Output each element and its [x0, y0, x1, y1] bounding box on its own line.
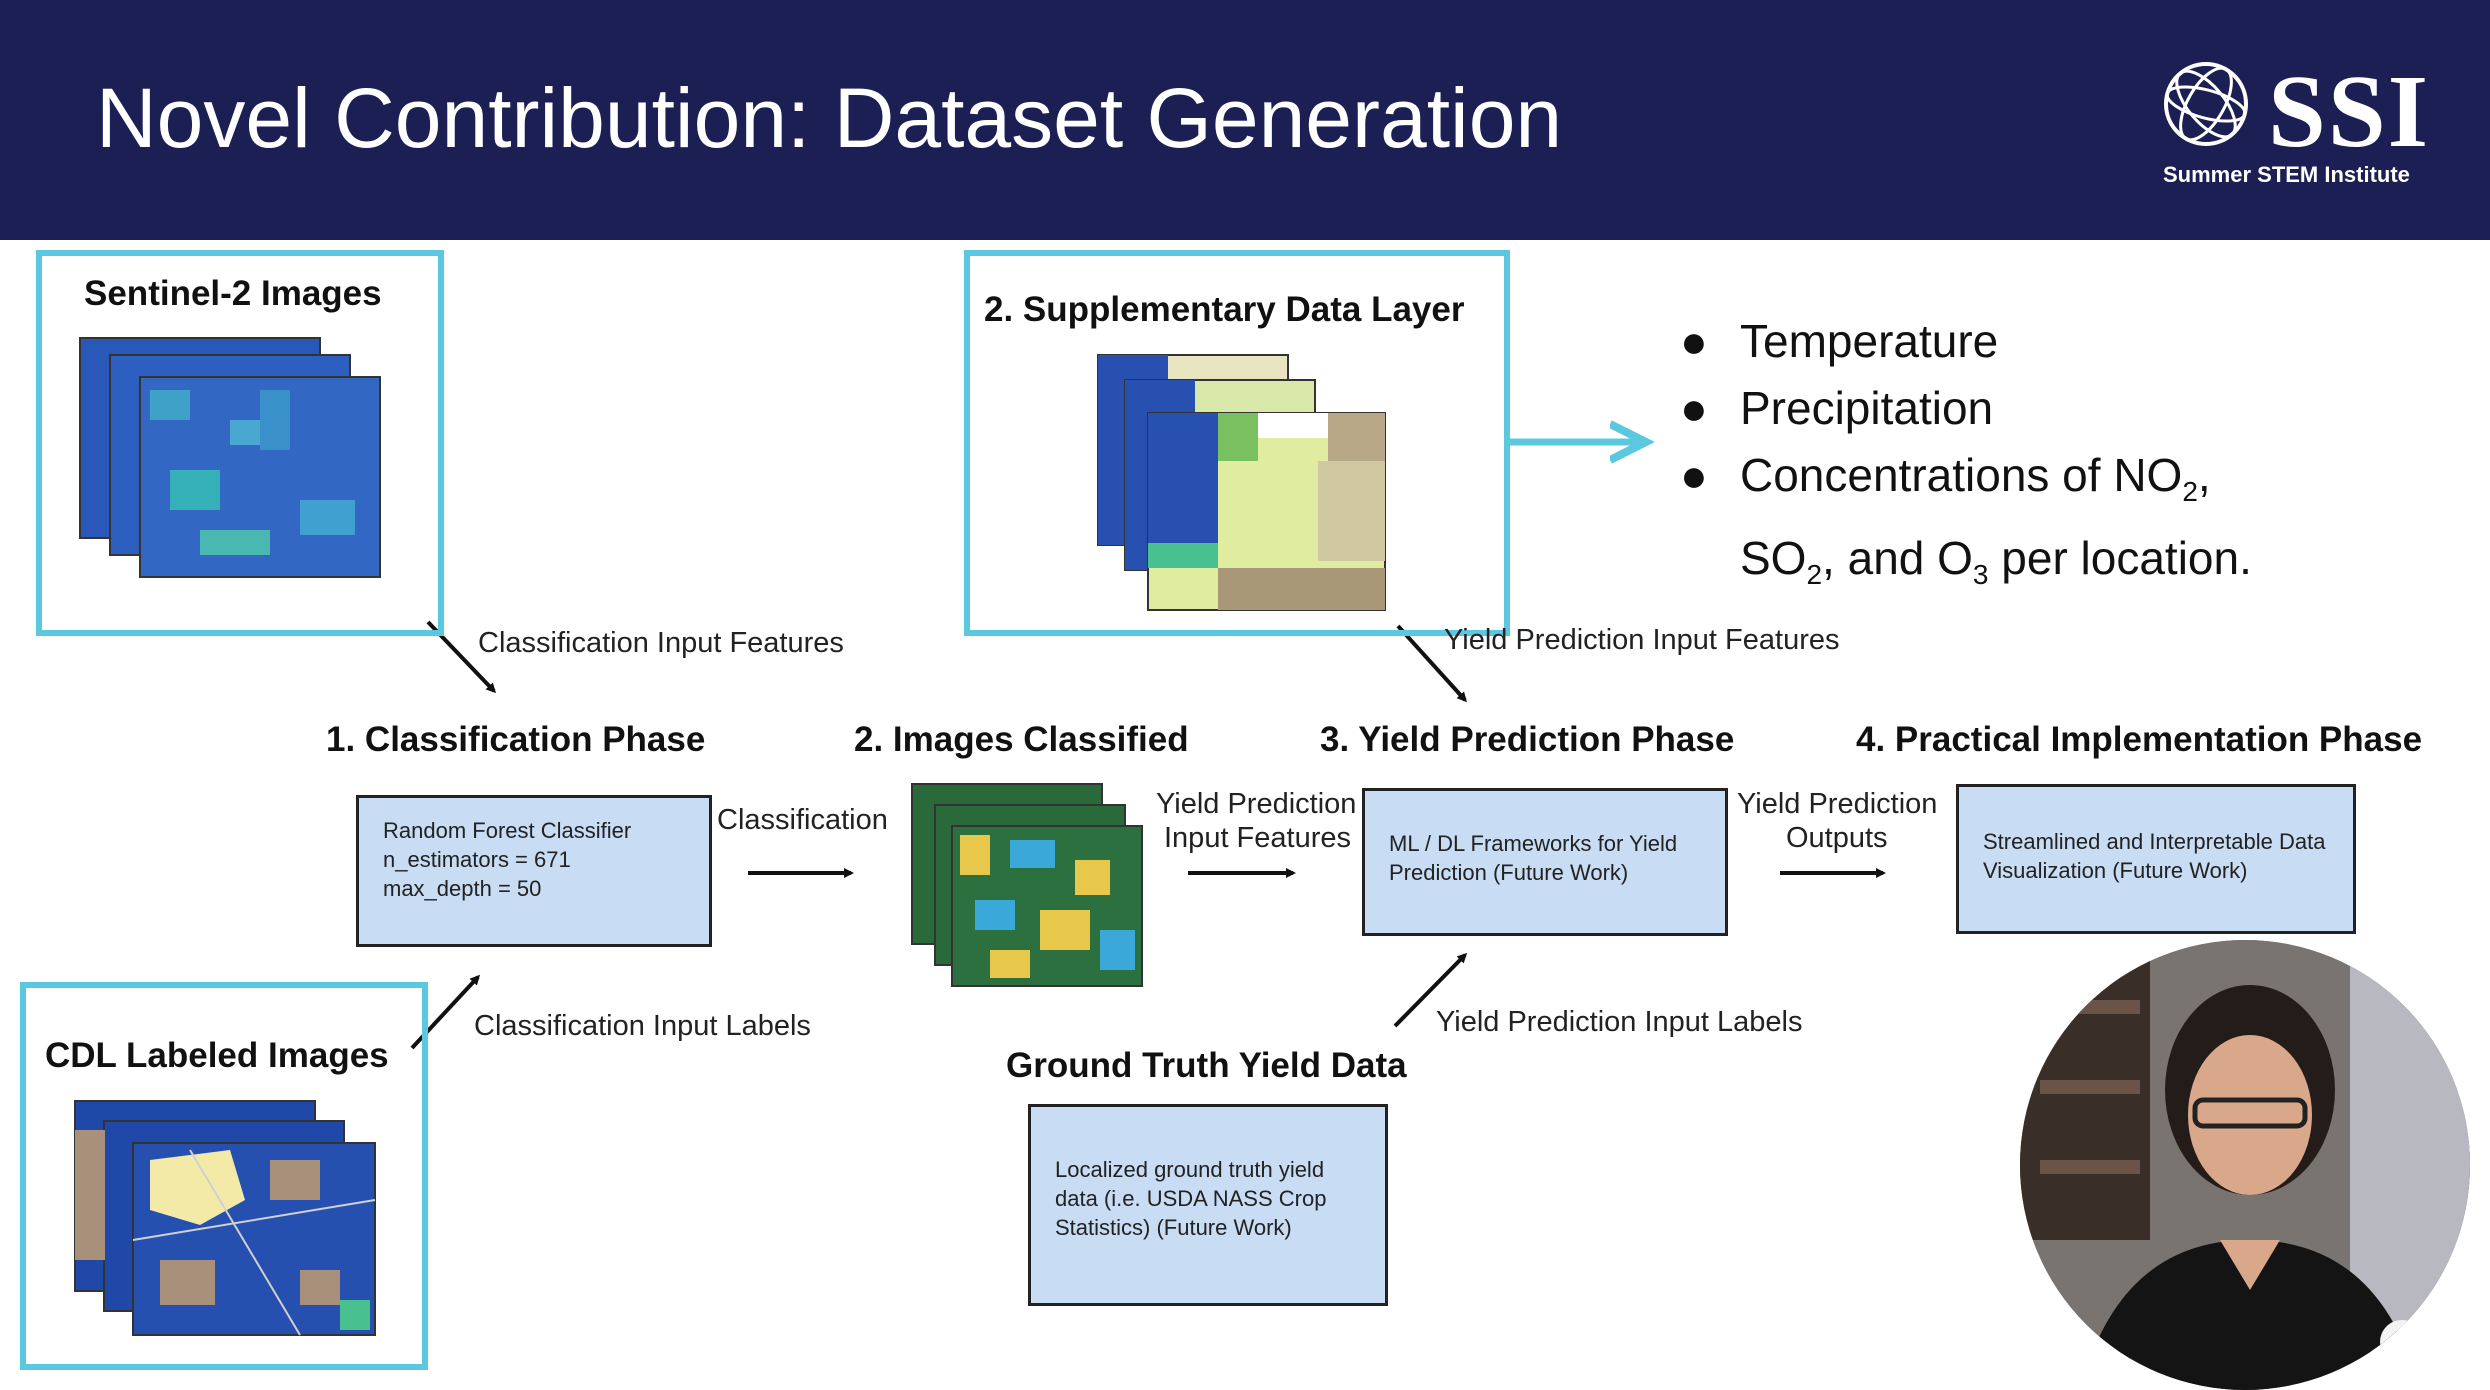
slide-title: Novel Contribution: Dataset Generation	[96, 71, 1563, 165]
supplementary-title: 2. Supplementary Data Layer	[984, 290, 1465, 329]
box-line: ML / DL Frameworks for Yield	[1389, 831, 1678, 856]
arrow-supplementary-to-yield	[1396, 624, 1468, 703]
classified-image-stack	[911, 783, 1143, 987]
sentinel-title: Sentinel-2 Images	[84, 274, 382, 313]
cdl-title: CDL Labeled Images	[45, 1036, 389, 1075]
bullet-continuation: SO2, and O3 per location.	[1680, 525, 2252, 608]
ssi-logo: SSI Summer STEM Institute	[2150, 54, 2450, 198]
slide-header: Novel Contribution: Dataset Generation S…	[0, 0, 2490, 240]
bullet-item: ●Concentrations of NO2,	[1680, 442, 2252, 525]
edge-label-yield-input-features-a: Yield Prediction	[1156, 788, 1357, 820]
globe-icon	[2164, 62, 2248, 146]
sentinel-frame	[36, 250, 444, 636]
implementation-box: Streamlined and Interpretable Data Visua…	[1956, 784, 2356, 934]
sentinel-image-stack	[79, 337, 381, 578]
cdl-frame	[20, 982, 428, 1370]
box-line: max_depth = 50	[383, 876, 542, 901]
ground-truth-title: Ground Truth Yield Data	[1006, 1046, 1407, 1085]
edge-label-yield-input-features-top: Yield Prediction Input Features	[1444, 624, 1840, 656]
bullet-item: ●Temperature	[1680, 308, 2252, 375]
bullet-precipitation: Precipitation	[1740, 382, 1994, 434]
phase4-title: 4. Practical Implementation Phase	[1856, 720, 2423, 759]
edge-label-yield-input-features-b: Input Features	[1164, 822, 1351, 854]
logo-text: SSI	[2268, 54, 2431, 169]
box-line: Prediction (Future Work)	[1389, 860, 1629, 885]
bullet-temperature: Temperature	[1740, 315, 1999, 367]
phase3-title: 3. Yield Prediction Phase	[1320, 720, 1735, 759]
box-line: Localized ground truth yield	[1055, 1157, 1325, 1182]
phase1-title: 1. Classification Phase	[326, 720, 706, 759]
ground-truth-box: Localized ground truth yield data (i.e. …	[1028, 1104, 1388, 1306]
box-line: Statistics) (Future Work)	[1055, 1215, 1292, 1240]
edge-label-class-input-features: Classification Input Features	[478, 627, 844, 659]
cdl-image-stack	[74, 1100, 376, 1336]
supplementary-bullet-list: ●Temperature ●Precipitation ●Concentrati…	[1680, 308, 2252, 608]
box-line: n_estimators = 671	[383, 847, 571, 872]
phase2-title: 2. Images Classified	[854, 720, 1189, 759]
box-line: Visualization (Future Work)	[1983, 858, 2248, 883]
more-dots-icon[interactable]: ···	[2380, 1320, 2424, 1364]
edge-label-class-input-labels: Classification Input Labels	[474, 1010, 811, 1042]
supplementary-frame	[964, 250, 1510, 636]
yield-prediction-box: ML / DL Frameworks for Yield Prediction …	[1362, 788, 1728, 936]
presenter-video[interactable]: ···	[2020, 940, 2470, 1390]
edge-label-yield-input-labels: Yield Prediction Input Labels	[1436, 1006, 1803, 1038]
box-line: Random Forest Classifier	[383, 818, 632, 843]
supplementary-image-stack	[1097, 354, 1386, 611]
arrow-groundtruth-to-yield	[1393, 952, 1468, 1028]
edge-label-yield-outputs-a: Yield Prediction	[1737, 788, 1938, 820]
bullet-concentrations-cont: SO2, and O3 per location.	[1740, 532, 2252, 591]
edge-label-yield-outputs-b: Outputs	[1786, 822, 1888, 854]
bullet-item: ●Precipitation	[1680, 375, 2252, 442]
edge-label-classification: Classification	[717, 804, 888, 836]
classification-box: Random Forest Classifier n_estimators = …	[356, 795, 712, 947]
logo-subtitle: Summer STEM Institute	[2163, 162, 2410, 187]
presenter-figure	[2020, 940, 2470, 1390]
box-line: Streamlined and Interpretable Data	[1983, 829, 2326, 854]
box-line: data (i.e. USDA NASS Crop	[1055, 1186, 1327, 1211]
bullet-concentrations: Concentrations of NO2,	[1740, 449, 2211, 508]
